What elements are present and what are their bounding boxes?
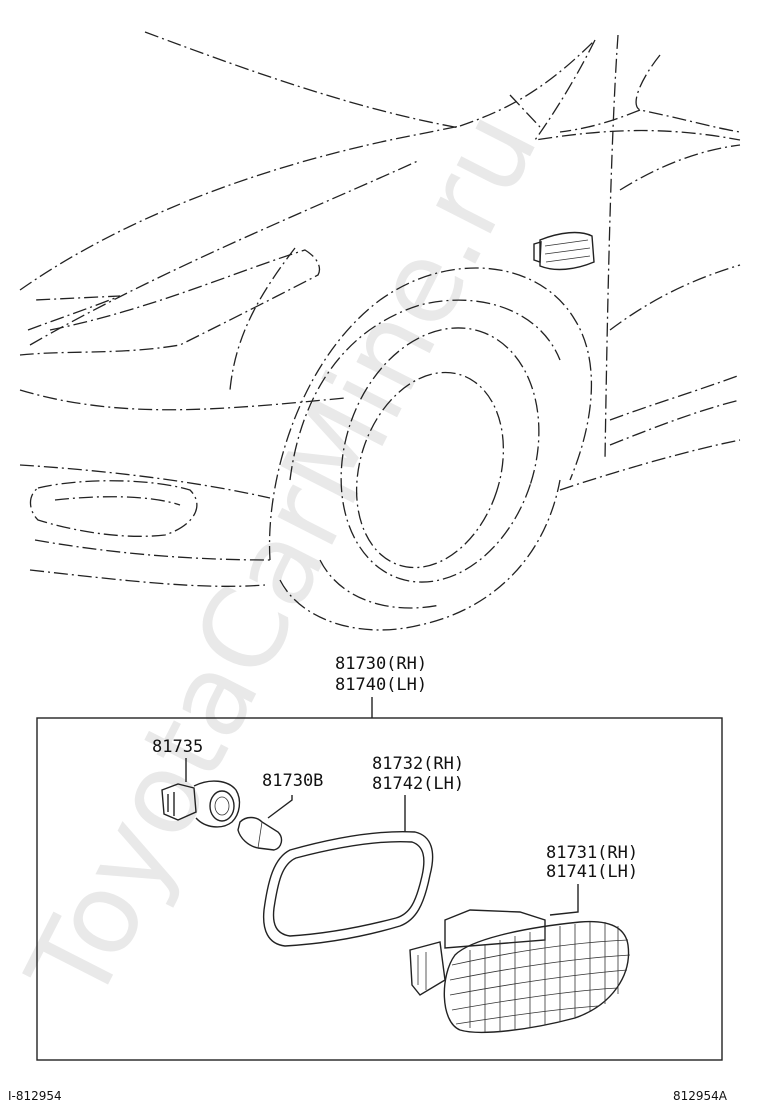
part-label-socket: 81735 [152,737,203,757]
watermark-text: ToyotaCarMine.ru [3,91,563,1023]
socket-icon [161,780,241,828]
parts-box [36,717,723,1061]
gasket-icon [262,830,434,947]
lens-icon [409,909,631,1034]
bulb-leader [267,795,293,819]
bulb-icon [237,816,283,851]
part-label-lens-rh: 81731(RH) [546,843,638,863]
figure-ref-left: I-812954 [8,1089,62,1103]
car-front-illustration [19,31,741,631]
assembly-label-lh: 81740(LH) [335,675,427,695]
assembly-label-rh: 81730(RH) [335,654,427,674]
part-label-gasket-rh: 81732(RH) [372,754,464,774]
part-label-bulb: 81730B [262,771,323,791]
side-marker-location [533,231,595,271]
lens-leader [549,884,579,916]
part-label-lens-lh: 81741(LH) [546,862,638,882]
figure-ref-right: 812954A [673,1089,728,1103]
part-label-gasket-lh: 81742(LH) [372,774,464,794]
